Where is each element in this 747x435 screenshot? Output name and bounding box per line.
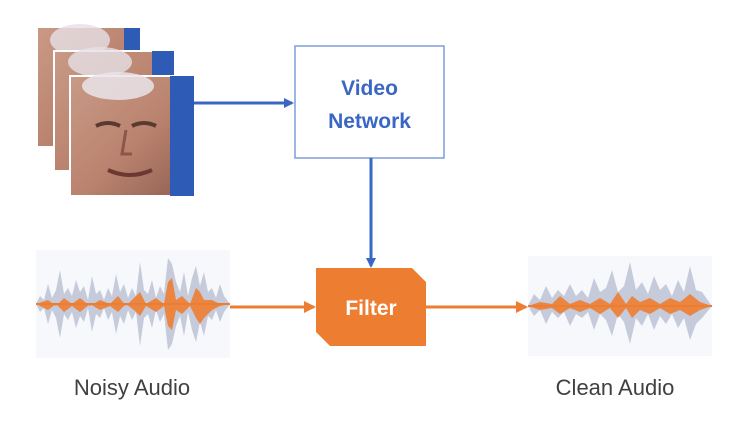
- filter-label: Filter: [345, 297, 396, 320]
- video-network-node: Video Network: [294, 45, 445, 159]
- eye-left-icon: [95, 121, 121, 128]
- video-frame-front: [69, 72, 195, 197]
- noisy-audio-caption: Noisy Audio: [74, 375, 190, 400]
- video-frames-stack: [38, 24, 195, 197]
- noisy-audio-waveform: [36, 250, 230, 358]
- video-network-label-line1: Video: [341, 77, 398, 100]
- video-network-label-line2: Network: [328, 110, 411, 133]
- clean-audio-caption: Clean Audio: [556, 375, 675, 400]
- mouth-icon: [107, 168, 153, 177]
- clean-audio-waveform: [528, 256, 712, 356]
- filter-node: Filter: [316, 268, 426, 346]
- eye-right-icon: [131, 121, 157, 128]
